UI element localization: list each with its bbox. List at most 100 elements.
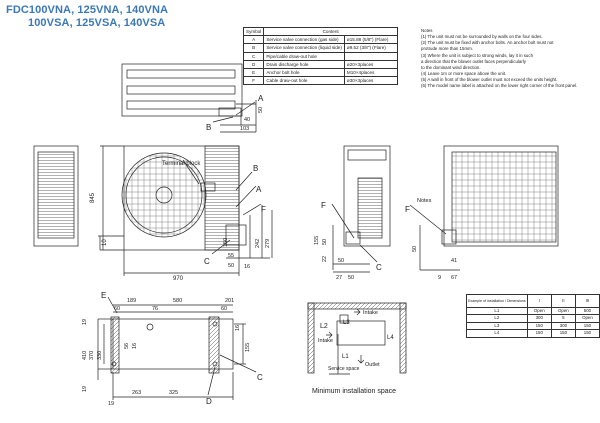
anchor-hole (212, 321, 218, 327)
notes-block: Notes (1) The unit must not be surrounde… (421, 28, 597, 90)
symbol-table-header: Symbol Content (242, 26, 398, 37)
space-row-name: L3 (466, 321, 528, 331)
leader-line (211, 239, 231, 255)
note-line: (2) The unit must be fixed with anchor b… (421, 40, 554, 46)
dim-580: 580 (173, 298, 182, 304)
table-row: L4 150 150 150 (466, 329, 600, 338)
notes-title: Notes (421, 28, 433, 33)
anchor-hole (111, 361, 117, 367)
label-d-base: D (206, 397, 212, 406)
dim-27: 27 (336, 275, 342, 281)
front-view (98, 145, 273, 276)
dim-845: 845 (90, 192, 96, 203)
drain-hole (146, 323, 154, 331)
side-louver (204, 145, 240, 251)
note-line: to the dominant wind direction. (421, 64, 481, 70)
space-cell: 300 (550, 321, 576, 331)
leader-line (409, 204, 447, 235)
dim-76: 76 (152, 306, 158, 312)
fan-guard (121, 152, 207, 238)
label-f-front: F (261, 205, 266, 214)
wall-left (307, 302, 315, 374)
note-line: (1) The unit must not be surrounded by w… (421, 34, 543, 40)
value-cell: ø9.52 (3/8") (Flare) (343, 43, 398, 53)
side-body (343, 145, 391, 247)
value-cell: ø20×3places (343, 59, 398, 70)
leader-line (219, 354, 257, 373)
space-table-corner: Example of installation / Dimensions (466, 294, 528, 308)
dim-242: 242 (255, 239, 261, 248)
service-space-label: Service space (328, 366, 360, 372)
model-title-line-2: 100VSA, 125VSA, 140VSA (28, 17, 166, 29)
side-handle (347, 149, 387, 161)
dim-60-right: 60 (221, 306, 227, 312)
space-row-name: L2 (466, 314, 528, 323)
base-view (97, 296, 257, 400)
dim-60-left: 60 (114, 306, 120, 312)
top-view-rail (126, 100, 236, 110)
dim-16-front: 16 (244, 264, 250, 270)
installation-space-caption: Minimum installation space (312, 388, 397, 395)
dim-103: 103 (240, 126, 249, 132)
dim-410: 410 (82, 351, 88, 360)
space-cell: Open (526, 306, 552, 316)
leader-line (359, 244, 378, 263)
value-cell: ø30×3places (343, 76, 398, 86)
label-a-front: A (256, 185, 262, 194)
dim-19-base: 19 (108, 401, 114, 407)
table-row: A Service valve connection (gas side) ø1… (242, 35, 398, 45)
space-col-header: I (526, 294, 552, 308)
intake-arrow (354, 308, 361, 316)
base-foot-right (208, 316, 220, 374)
label-f-side: F (321, 201, 326, 210)
unit-plan-box (339, 314, 349, 324)
table-row: L1 Open Open 500 (466, 306, 600, 316)
space-cell: 150 (526, 321, 552, 331)
dim-155: 155 (314, 236, 320, 245)
dim-325: 325 (169, 390, 178, 396)
outlet-arrow (357, 355, 365, 364)
left-side-body (33, 145, 79, 247)
dim-67: 67 (451, 275, 457, 281)
leader-line (235, 171, 253, 191)
rear-body (443, 145, 559, 247)
space-cell: 500 (574, 306, 600, 316)
unit-plan (336, 320, 386, 346)
fan-guard-ring (125, 156, 203, 234)
right-side-view (331, 145, 391, 273)
l3-label: L3 (343, 320, 350, 326)
value-cell: M10×4places (343, 68, 398, 78)
top-view-rail (126, 69, 236, 79)
dim-40: 40 (244, 117, 250, 123)
installation-space-table: Example of installation / Dimensions I I… (466, 294, 600, 338)
dim-50-side-b: 50 (338, 258, 344, 264)
label-e-base: E (101, 291, 106, 300)
top-view (121, 63, 257, 133)
label-f-rear: F (405, 205, 410, 214)
wall-top (307, 302, 407, 310)
table-row: D Drain discharge hole ø20×3places (242, 59, 398, 70)
value-cell: ø15.88 (5/8") (Flare) (343, 35, 398, 45)
space-cell: 150 (550, 329, 576, 338)
symbol-table: Symbol Content A Service valve connectio… (242, 26, 398, 86)
label-c-front: C (204, 257, 210, 266)
intake-label-left: Intake (318, 338, 333, 344)
symbol-cell: E (242, 68, 265, 78)
table-row: F Cable draw-out hole ø30×3places (242, 76, 398, 86)
symbol-cell: D (242, 59, 265, 70)
notes-label-rear: Notes (417, 198, 432, 204)
l1-label: L1 (342, 354, 349, 360)
space-cell: 150 (574, 329, 600, 338)
dim-370: 370 (89, 351, 95, 360)
pipe-cover (225, 224, 247, 246)
dim-55: 55 (228, 253, 234, 259)
space-cell: 300 (526, 314, 552, 323)
wall-right (399, 302, 407, 374)
dim-155-base: 155 (245, 343, 251, 352)
dim-9: 9 (438, 275, 441, 281)
leader-line (242, 203, 262, 216)
dim-263: 263 (132, 390, 141, 396)
intake-label-top: Intake (363, 310, 378, 316)
note-line: a direction that the blower outlet faces… (421, 58, 526, 64)
